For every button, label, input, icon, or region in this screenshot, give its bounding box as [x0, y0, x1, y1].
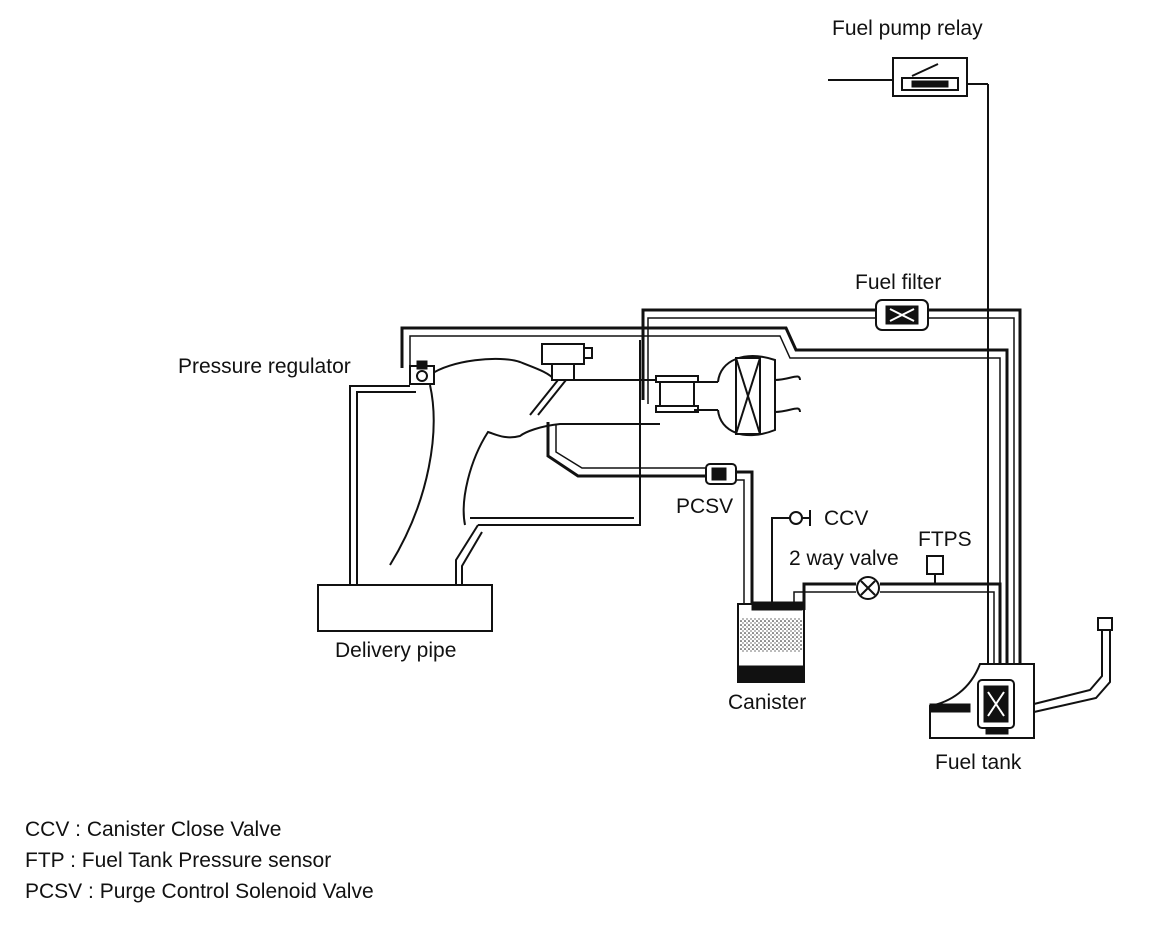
intake-manifold — [349, 340, 660, 585]
legend-ftp: FTP : Fuel Tank Pressure sensor — [25, 849, 332, 872]
fuel-tank — [929, 617, 1113, 739]
ccv-valve — [771, 510, 811, 604]
pressure-regulator — [409, 360, 435, 385]
delivery-pipe — [317, 584, 493, 632]
legend-pcsv: PCSV : Purge Control Solenoid Valve — [25, 880, 374, 903]
throttle-body — [655, 375, 718, 413]
pcsv-valve — [705, 463, 737, 485]
pcsv-label: PCSV — [676, 495, 734, 518]
vapor-line — [793, 582, 1002, 664]
purge-line — [546, 422, 754, 604]
fuel-supply-line — [641, 308, 1022, 664]
fuel-pump-relay — [828, 57, 989, 684]
two-way-valve-label: 2 way valve — [789, 547, 899, 570]
injector-sensor — [529, 343, 593, 416]
fuel-filter — [875, 299, 929, 331]
canister-label: Canister — [728, 691, 807, 714]
ccv-label: CCV — [824, 507, 869, 530]
ftps-label: FTPS — [918, 528, 972, 551]
fuel-pump-relay-label: Fuel pump relay — [832, 17, 983, 40]
delivery-pipe-label: Delivery pipe — [335, 639, 457, 662]
legend-ccv: CCV : Canister Close Valve — [25, 818, 282, 841]
fuel-return-line — [400, 326, 1009, 664]
pressure-regulator-label: Pressure regulator — [178, 355, 351, 378]
fuel-tank-label: Fuel tank — [935, 751, 1022, 774]
canister — [737, 601, 805, 683]
ftps-sensor — [926, 555, 944, 584]
two-way-valve — [856, 576, 880, 600]
air-cleaner — [717, 355, 801, 437]
fuel-filter-label: Fuel filter — [855, 271, 942, 294]
